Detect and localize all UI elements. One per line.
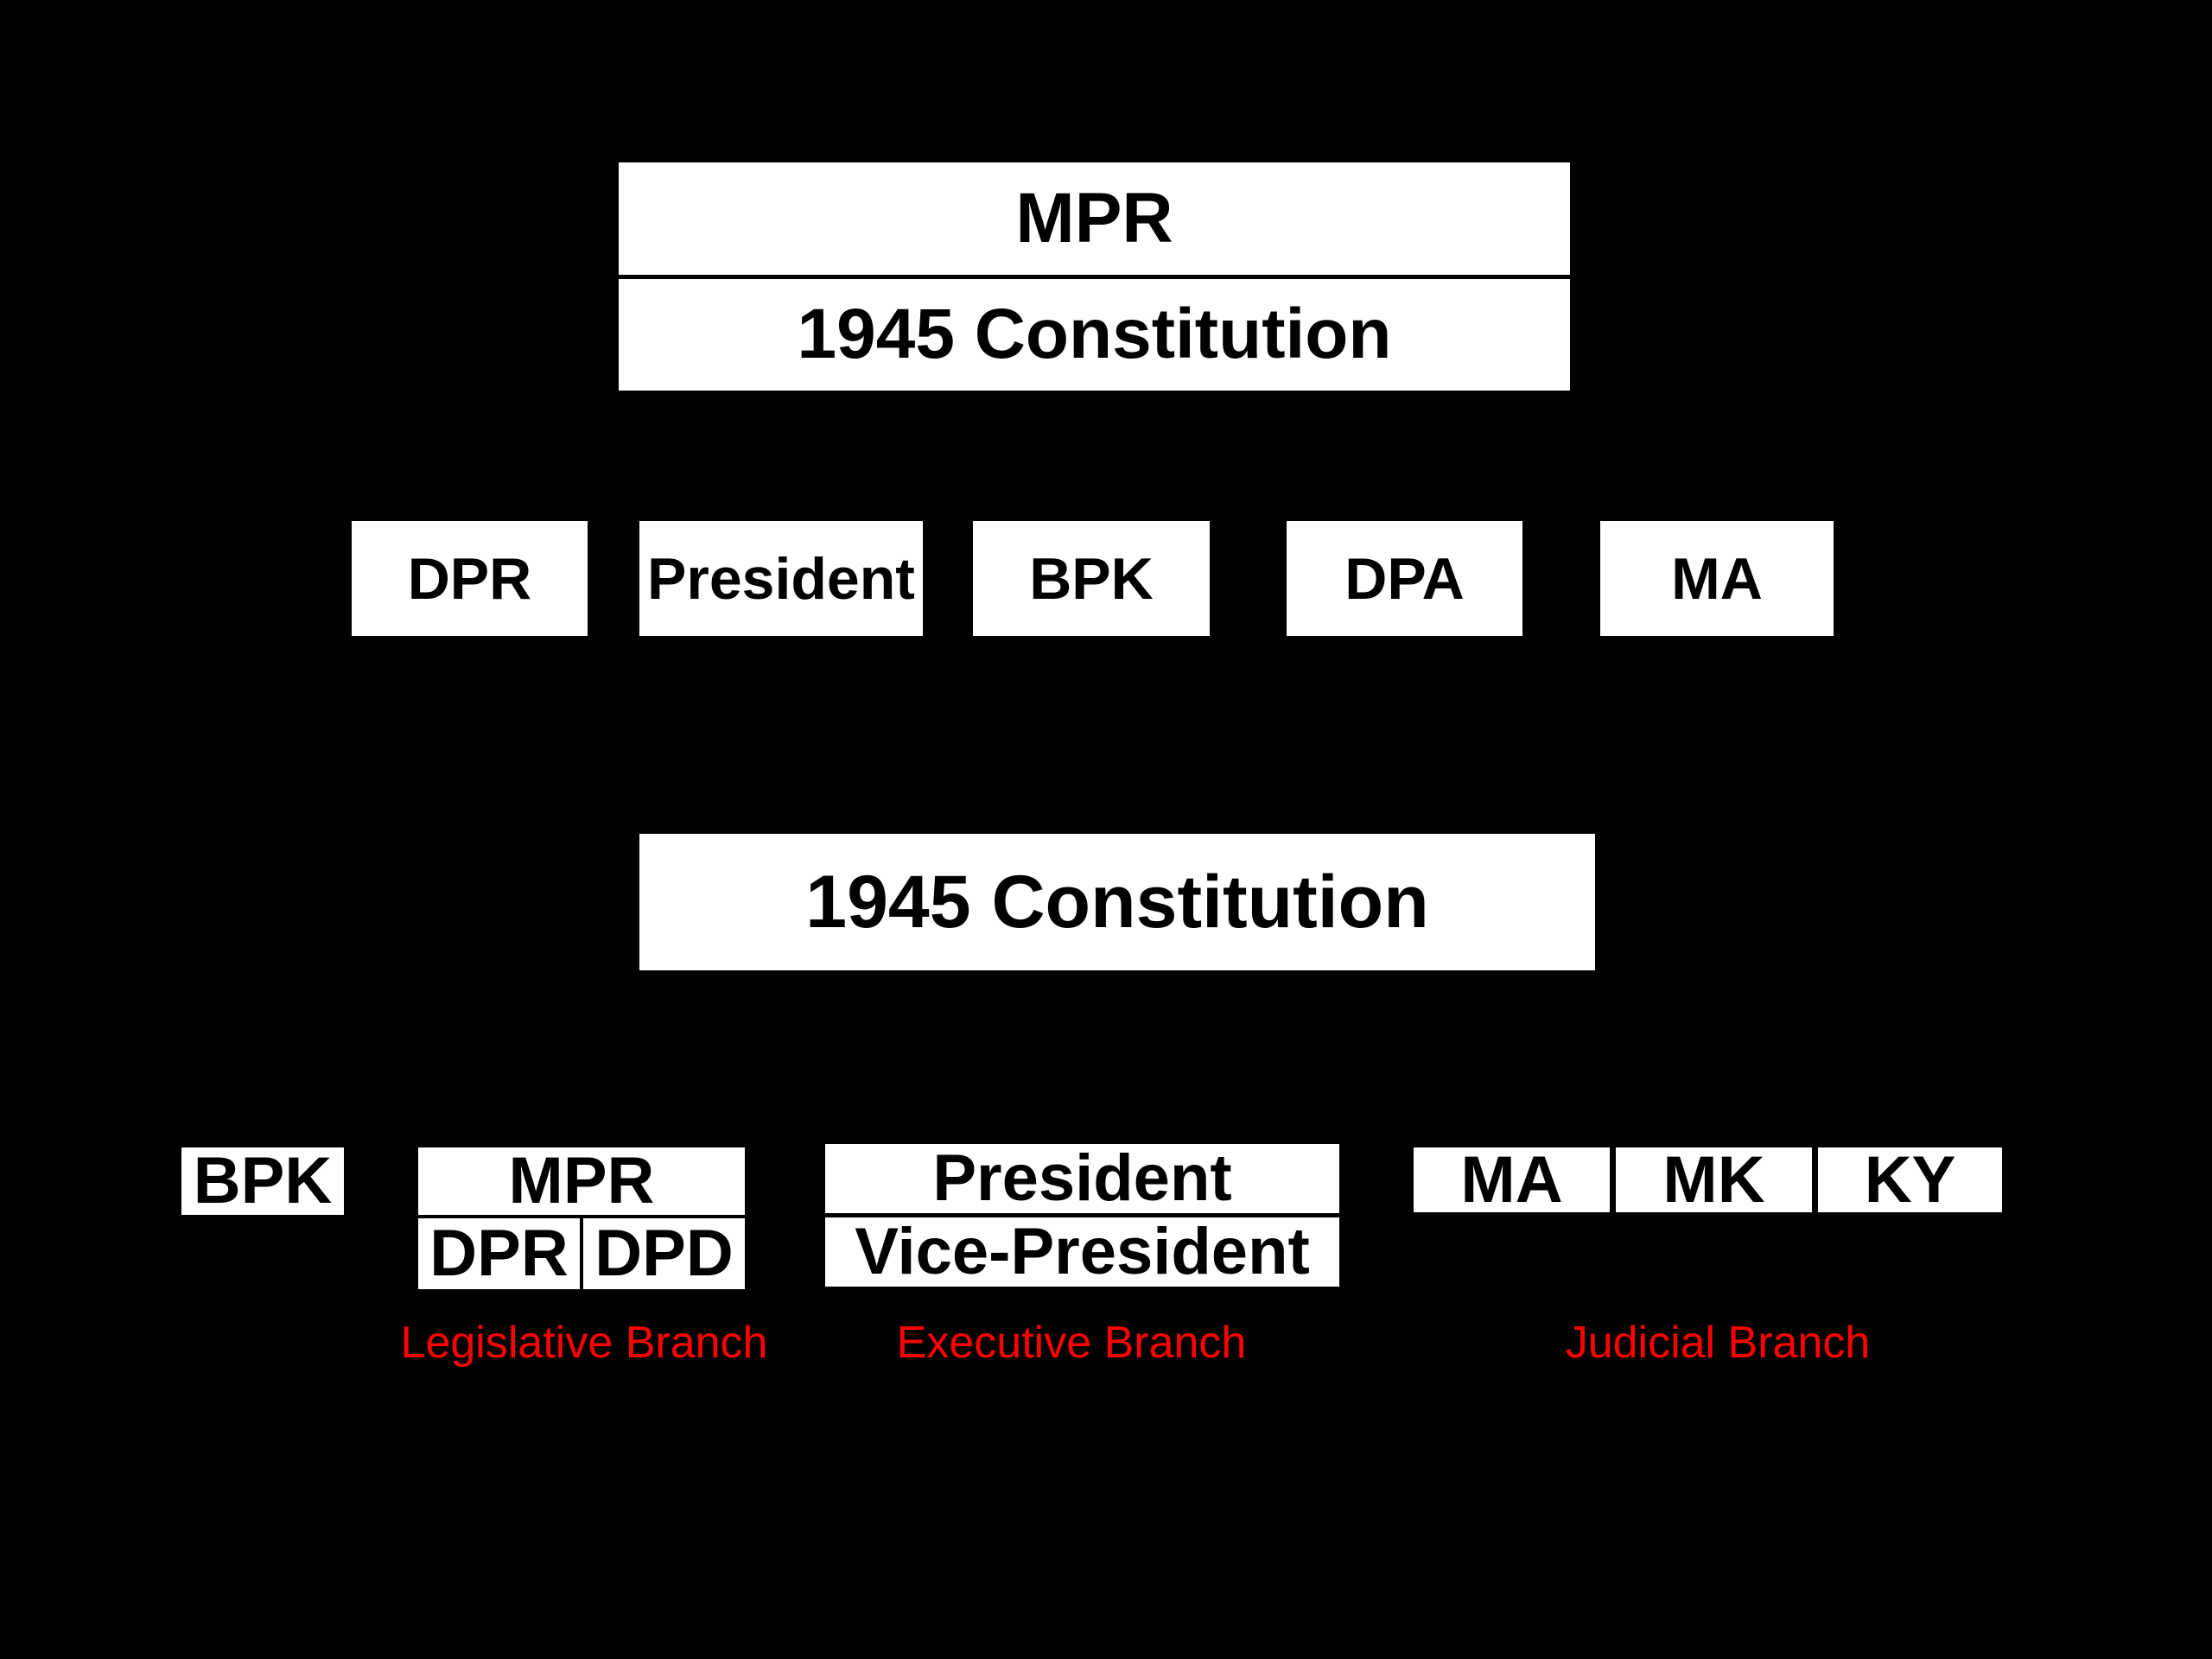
bpk-label: BPK [1029,545,1154,612]
body-box-president: President [639,521,923,636]
court-box-mk: MK [1616,1147,1812,1212]
after-dpr-label: DPR [429,1217,569,1290]
president-vice-president-box: President Vice-President [825,1144,1339,1287]
after-dpr-box: DPR [418,1218,580,1289]
legislative-branch-label: Legislative Branch [400,1318,768,1368]
body-box-dpr: DPR [352,521,588,636]
after-bpk-box: BPK [181,1147,344,1215]
constitution-cell: 1945 Constitution [619,279,1570,391]
after-mpr-label: MPR [508,1144,655,1217]
after-mpr-box: MPR [418,1147,745,1215]
executive-branch-label: Executive Branch [896,1318,1247,1368]
body-box-ma: MA [1600,521,1834,636]
box-divider [825,1213,1339,1217]
after-dpd-box: DPD [583,1218,745,1289]
dpa-label: DPA [1344,545,1465,612]
box-divider [619,274,1570,279]
president-cell: President [825,1144,1339,1213]
courts-row: MA MK KY [1414,1147,2002,1212]
court-mk-label: MK [1662,1142,1765,1217]
constitution-label-after: 1945 Constitution [805,861,1429,944]
vice-president-label: Vice-President [855,1215,1310,1288]
court-ma-label: MA [1460,1142,1563,1217]
mpr-constitution-box: MPR 1945 Constitution [619,162,1570,391]
after-president-label: President [932,1141,1232,1215]
vice-president-cell: Vice-President [825,1217,1339,1287]
court-box-ky: KY [1818,1147,2002,1212]
judicial-branch-label: Judicial Branch [1565,1318,1871,1368]
court-box-ma: MA [1414,1147,1610,1212]
constitution-label: 1945 Constitution [797,295,1392,374]
after-dpd-label: DPD [594,1217,734,1290]
body-box-bpk: BPK [973,521,1210,636]
mpr-label: MPR [1015,178,1173,257]
mpr-cell: MPR [619,162,1570,275]
court-ky-label: KY [1864,1142,1956,1217]
after-bpk-label: BPK [193,1144,333,1217]
body-box-dpa: DPA [1287,521,1522,636]
dpr-label: DPR [407,545,532,612]
ma-label: MA [1671,545,1763,612]
constitution-box: 1945 Constitution [639,834,1595,970]
president-label: President [647,545,915,612]
